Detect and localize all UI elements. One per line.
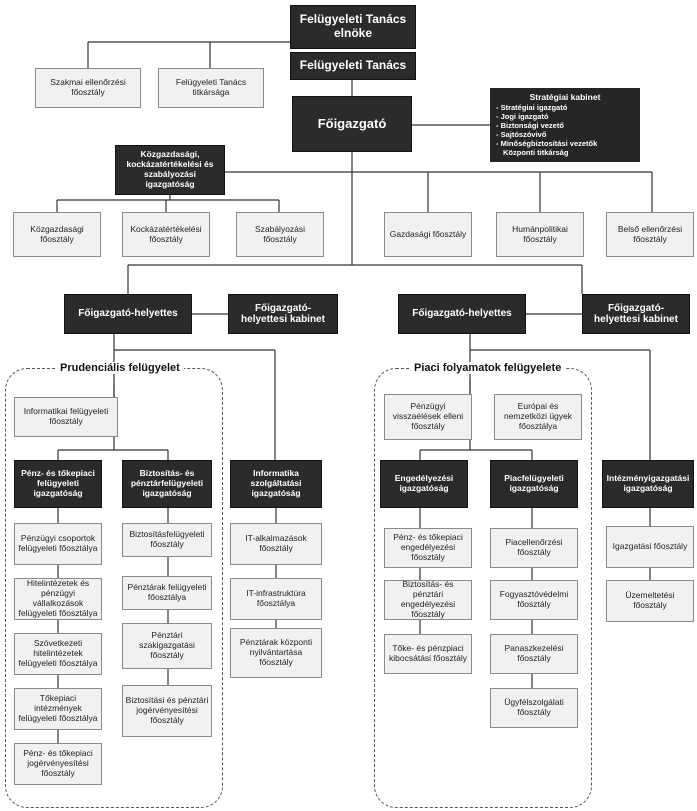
supervisory-board: Felügyeleti Tanács: [290, 52, 416, 80]
money-dir-item: Pénzügyi csoportok felügyeleti főosztály…: [14, 523, 102, 565]
financial-abuse-department: Pénzügyi visszaélések elleni főosztály: [384, 394, 472, 440]
cabinet-member: Stratégiai igazgató: [496, 103, 634, 112]
market-supervision-directorate: Piacfelügyeleti igazgatóság: [490, 460, 578, 508]
supervision-department: Szakmai ellenőrzési főosztály: [35, 68, 141, 108]
deputy-cabinet-right: Főigazgató-helyettesi kabinet: [582, 294, 690, 334]
licensing-item: Biztosítás- és pénztári engedélyezési fő…: [384, 580, 472, 620]
cabinet-member: Biztonsági vezető: [496, 121, 634, 130]
prudential-group-title: Prudenciális felügyelet: [56, 362, 184, 374]
central-secretariat: Központi titkárság: [503, 148, 569, 158]
ceo-box: Főigazgató: [292, 96, 412, 152]
market-item: Piacellenőrzési főosztály: [490, 528, 578, 568]
insurance-dir-item: Pénztári szakigazgatási főosztály: [122, 623, 212, 669]
insurance-dir-item: Biztosításfelügyeleti főosztály: [122, 523, 212, 557]
risk-assessment-department: Kockázatértékelési főosztály: [122, 212, 210, 257]
international-affairs-department: Európai és nemzetközi ügyek főosztálya: [494, 394, 582, 440]
market-item: Fogyasztóvédelmi főosztály: [490, 580, 578, 620]
deputy-cabinet-left: Főigazgató-helyettesi kabinet: [228, 294, 338, 334]
board-secretariat: Felügyeleti Tanács titkársága: [158, 68, 264, 108]
insurance-dir-item: Pénztárak felügyeleti főosztálya: [122, 576, 212, 610]
strategic-cabinet: Stratégiai kabinet Stratégiai igazgató J…: [490, 88, 640, 162]
strategic-cabinet-title: Stratégiai kabinet: [529, 92, 601, 102]
board-chair: Felügyeleti Tanács elnöke: [290, 5, 416, 49]
internal-audit-department: Belső ellenőrzési főosztály: [606, 212, 694, 257]
institution-item: Igazgatási főosztály: [606, 526, 694, 568]
economic-directorate: Közgazdasági, kockázatértékelési és szab…: [115, 145, 225, 195]
licensing-item: Pénz- és tőkepiaci engedélyezési főosztá…: [384, 528, 472, 568]
money-dir-item: Szövetkezeti hitelintézetek felügyeleti …: [14, 633, 102, 675]
cabinet-member: Sajtószóvivő: [496, 130, 634, 139]
insurance-dir-item: Biztosítási és pénztári jogérvényesítési…: [122, 685, 212, 737]
market-group-title: Piaci folyamatok felügyelete: [410, 362, 566, 374]
market-item: Panaszkezelési főosztály: [490, 634, 578, 674]
it-services-item: IT-infrastruktúra főosztálya: [230, 578, 322, 620]
deputy-left: Főigazgató-helyettes: [64, 294, 192, 334]
finance-department: Gazdasági főosztály: [384, 212, 472, 257]
money-dir-item: Hitelintézetek és pénzügyi vállalkozások…: [14, 578, 102, 620]
institution-directorate: Intézményigazgatási igazgatóság: [602, 460, 694, 508]
economic-department: Közgazdasági főosztály: [13, 212, 101, 257]
licensing-item: Tőke- és pénzpiaci kibocsátási főosztály: [384, 634, 472, 674]
institution-item: Üzemeltetési főosztály: [606, 580, 694, 622]
market-item: Ügyfélszolgálati főosztály: [490, 688, 578, 728]
money-dir-item: Pénz- és tőkepiaci jogérvényesítési főos…: [14, 743, 102, 785]
money-capital-directorate: Pénz- és tőkepiaci felügyeleti igazgatós…: [14, 460, 102, 508]
money-dir-item: Tőkepiaci intézmények felügyeleti főoszt…: [14, 688, 102, 730]
insurance-pension-directorate: Biztosítás- és pénztárfelügyeleti igazga…: [122, 460, 212, 508]
licensing-directorate: Engedélyezési igazgatóság: [380, 460, 468, 508]
it-services-item: IT-alkalmazások főosztály: [230, 523, 322, 565]
it-services-item: Pénztárak központi nyilvántartása főoszt…: [230, 628, 322, 678]
cabinet-member: Jogi igazgató: [496, 112, 634, 121]
deputy-right: Főigazgató-helyettes: [398, 294, 526, 334]
it-supervision-department: Informatikai felügyeleti főosztály: [14, 397, 118, 437]
cabinet-member: Minőségbiztosítási vezetők: [496, 139, 634, 148]
hr-department: Humánpolitikai főosztály: [496, 212, 584, 257]
regulation-department: Szabályozási főosztály: [236, 212, 324, 257]
it-services-directorate: Informatika szolgáltatási igazgatóság: [230, 460, 322, 508]
